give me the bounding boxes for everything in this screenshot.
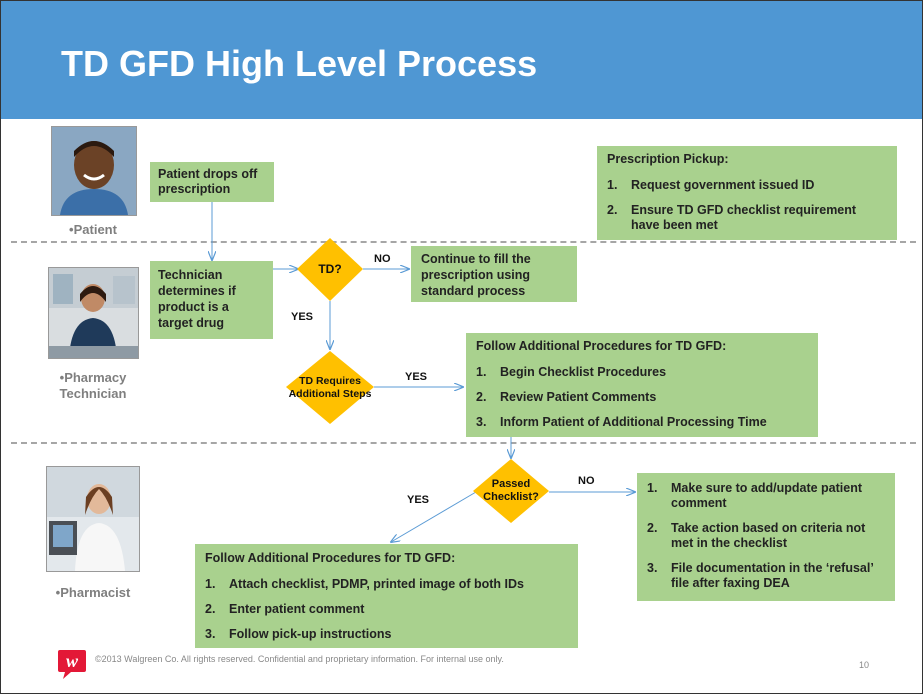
edge-label-passed-yes: YES [407, 494, 430, 506]
technician-label-line2: Technician [59, 386, 127, 401]
walgreens-logo: w [57, 648, 87, 680]
box-patient-drops-off: Patient drops off prescription [150, 162, 274, 202]
decision-passed-line1: Passed [491, 478, 531, 490]
additional-pharm-item: 1.Attach checklist, PDMP, printed image … [205, 577, 524, 591]
edge-label-requires-yes: YES [405, 371, 428, 383]
box-prescription-pickup: Prescription Pickup: 1.Request governmen… [597, 146, 897, 240]
additional-pharm-item: 3.Follow pick-up instructions [205, 627, 392, 641]
additional-tech-title: Follow Additional Procedures for TD GFD: [476, 339, 727, 353]
lane-divider-1 [11, 241, 916, 243]
patient-photo [51, 126, 137, 216]
decision-passed-label: Passed Checklist? [469, 478, 553, 504]
edge-label-passed-no: NO [578, 475, 595, 487]
decision-requires-shape [286, 351, 374, 424]
pharmacist-photo [46, 466, 140, 572]
additional-pharm-item: 2.Enter patient comment [205, 602, 365, 616]
technician-photo [48, 267, 139, 359]
decision-passed-shape [473, 459, 549, 523]
box-technician-determines: Technician determines if product is a ta… [150, 261, 273, 339]
decision-requires-line2: Additional Steps [288, 388, 372, 400]
patient-label: •Patient [69, 222, 117, 237]
slide-title: TD GFD High Level Process [61, 43, 538, 84]
lane-divider-2 [11, 442, 916, 444]
failed-item: 2.Take action based on criteria not met … [647, 521, 866, 550]
pickup-item: 1.Request government issued ID [607, 178, 815, 192]
decision-passed-line2: Checklist? [483, 491, 539, 503]
arrow-passed-yes [391, 491, 477, 542]
failed-item: 1.Make sure to add/update patient commen… [647, 481, 863, 510]
decision-td-label: TD? [318, 262, 342, 276]
edge-label-td-yes: YES [291, 311, 314, 323]
decision-requires-line1: TD Requires [299, 375, 361, 387]
failed-item: 3.File documentation in the ‘refusal’ fi… [647, 561, 874, 590]
additional-tech-item: 2.Review Patient Comments [476, 390, 657, 404]
pickup-item: 2.Ensure TD GFD checklist requirement ha… [607, 203, 857, 232]
svg-text:w: w [66, 651, 79, 671]
decision-td-shape [297, 238, 363, 301]
box-failed-checklist: 1.Make sure to add/update patient commen… [637, 473, 895, 601]
technician-label: •Pharmacy Technician [41, 370, 145, 402]
decision-requires-label: TD Requires Additional Steps [280, 375, 380, 401]
edge-label-td-no: NO [374, 253, 391, 265]
title-bar: TD GFD High Level Process [1, 1, 922, 119]
page-number: 10 [859, 660, 870, 670]
pharmacist-label: •Pharmacist [55, 585, 131, 600]
box-continue-standard: Continue to fill the prescription using … [411, 246, 577, 302]
pickup-title: Prescription Pickup: [607, 152, 729, 166]
additional-tech-item: 1.Begin Checklist Procedures [476, 365, 667, 379]
additional-tech-item: 3.Inform Patient of Additional Processin… [476, 415, 767, 429]
technician-label-line1: •Pharmacy [59, 370, 127, 385]
additional-pharm-title: Follow Additional Procedures for TD GFD: [205, 551, 456, 565]
box-additional-procedures-pharmacist: Follow Additional Procedures for TD GFD:… [195, 544, 578, 648]
copyright-text: ©2013 Walgreen Co. All rights reserved. … [95, 654, 504, 664]
box-additional-procedures-technician: Follow Additional Procedures for TD GFD:… [466, 333, 818, 437]
